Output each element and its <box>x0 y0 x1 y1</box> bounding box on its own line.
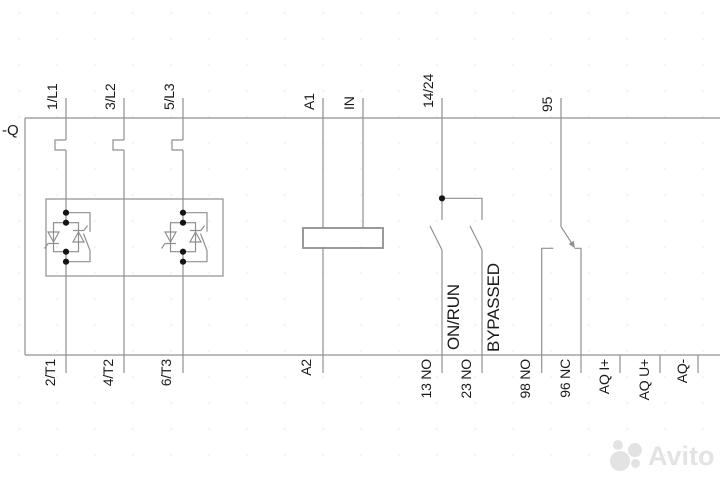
terminal-label-14-24: 14/24 <box>420 73 436 108</box>
thyristor-module-l3 <box>161 222 205 253</box>
aux-contact-23-24 <box>442 197 483 373</box>
aux-contact-13-14 <box>429 98 443 373</box>
bypass-contact-l1 <box>66 212 91 263</box>
avito-watermark: Avito <box>608 436 720 476</box>
terminal-label-4t2: 4/T2 <box>100 359 116 387</box>
device-designation-label: -Q <box>2 122 19 139</box>
terminal-label-in: IN <box>341 96 357 110</box>
terminal-label-aq-i: AQ I+ <box>596 359 612 395</box>
analog-output-terminals <box>619 355 699 373</box>
bypass-contact-l3 <box>183 212 208 263</box>
avito-logo-icon <box>608 439 644 473</box>
outer-frame <box>24 117 720 356</box>
thyristor-section-box <box>45 198 224 277</box>
terminal-label-3l2: 3/L2 <box>102 83 118 110</box>
fault-changeover-95-96-98 <box>541 98 582 373</box>
terminal-label-aq-minus: AQ- <box>674 359 690 384</box>
state-label-on-run: ON/RUN <box>444 284 463 350</box>
phase-line-l3 <box>171 98 184 373</box>
thyristor-module-l1 <box>44 222 88 253</box>
terminal-label-a1: A1 <box>301 93 317 110</box>
terminal-label-6t3: 6/T3 <box>158 359 174 387</box>
terminal-label-1l1: 1/L1 <box>44 83 60 110</box>
control-coil-box <box>302 227 384 249</box>
terminal-label-a2: A2 <box>298 359 314 376</box>
phase-line-l2 <box>112 98 125 373</box>
terminal-label-aq-u: AQ U+ <box>636 359 652 401</box>
terminal-label-13no: 13 NO <box>418 359 434 399</box>
terminal-label-2t1: 2/T1 <box>42 359 58 387</box>
terminal-label-5l3: 5/L3 <box>161 83 177 110</box>
state-label-bypassed: BYPASSED <box>484 263 503 352</box>
phase-line-l1 <box>54 98 67 373</box>
terminal-label-96nc: 96 NC <box>557 359 573 398</box>
junction-dots <box>62 195 446 265</box>
terminal-label-98no: 98 NO <box>517 359 533 399</box>
terminal-label-95: 95 <box>539 96 555 112</box>
terminal-label-23no: 23 NO <box>458 359 474 399</box>
watermark-text: Avito <box>648 440 715 471</box>
